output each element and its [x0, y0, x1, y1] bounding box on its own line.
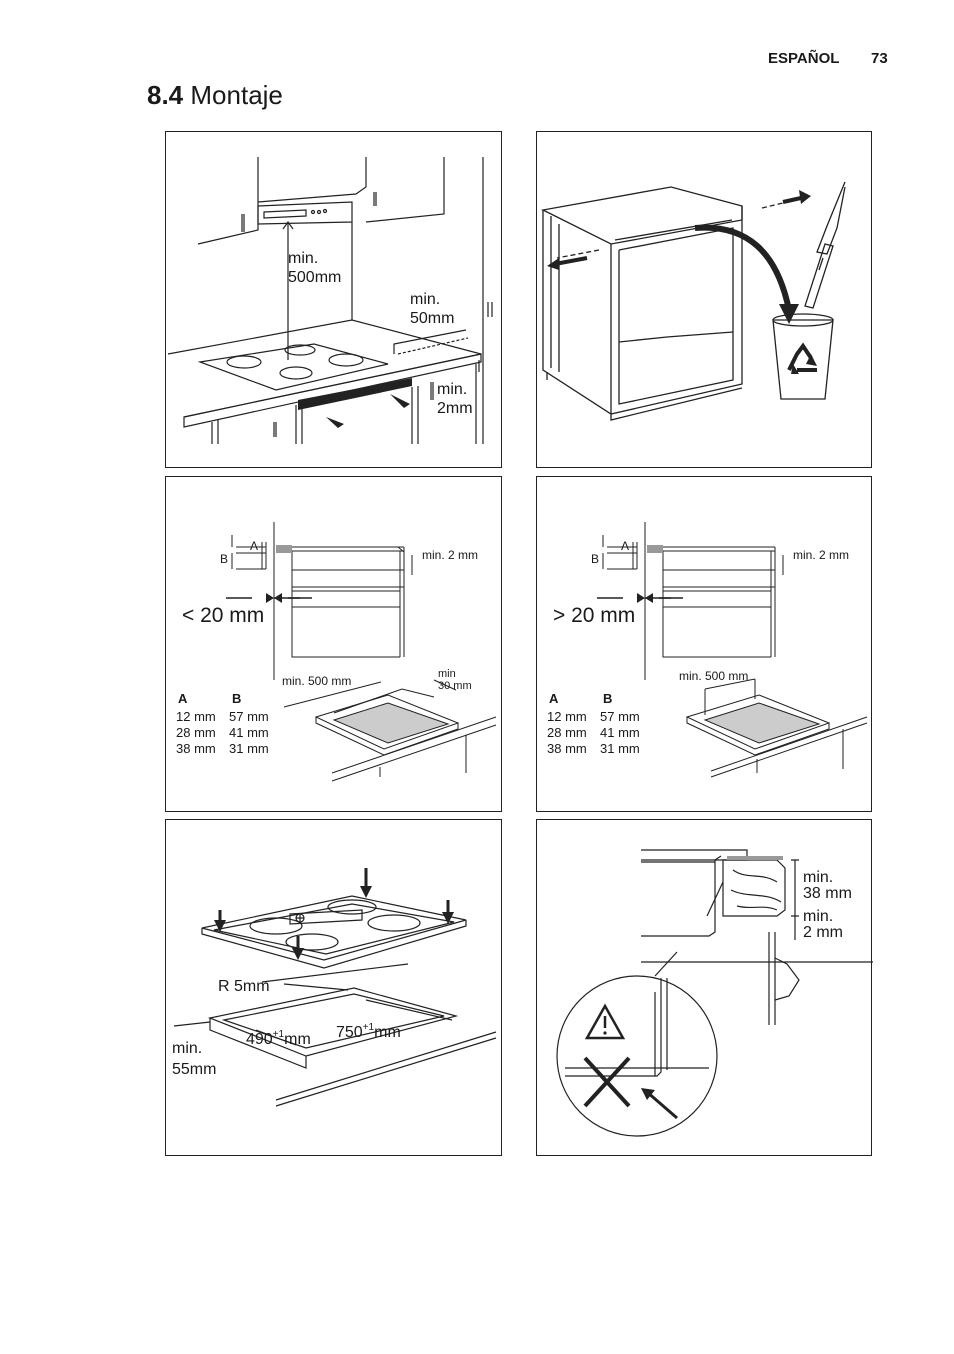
- language-label: ESPAÑOL: [768, 50, 840, 67]
- table-head-a: A: [178, 691, 188, 706]
- cutout-length-label: 750+1mm: [336, 1022, 401, 1041]
- gap-distance-line2: 2mm: [437, 400, 473, 417]
- label-b: B: [220, 552, 228, 566]
- hood-distance-line2: 500mm: [288, 269, 341, 286]
- panel-side-distance-more-than-20: A B min. 2 mm > 20 mm min. 500 mm A B 12…: [536, 476, 872, 812]
- panel-side-distance-less-than-20: A B min. 2 mm < 20 mm min. 500 mm min 30…: [165, 476, 502, 812]
- side-distance-diagram-more-than-20: A B min. 2 mm > 20 mm min. 500 mm A B 12…: [547, 522, 868, 778]
- table-row-3-a: 38 mm: [547, 741, 587, 756]
- hood-distance-illustration: min. 500mm min. 50mm min. 2mm: [167, 157, 493, 444]
- label-a: A: [621, 539, 629, 553]
- thickness-line2: 38 mm: [803, 885, 852, 902]
- table-row-3-a: 38 mm: [176, 741, 216, 756]
- label-a: A: [250, 539, 258, 553]
- cutout-width-label: 490+1mm: [246, 1029, 311, 1048]
- table-row-2-a: 28 mm: [176, 725, 216, 740]
- table-row-1-a: 12 mm: [176, 709, 216, 724]
- side-distance-diagram-less-than-20: A B min. 2 mm < 20 mm min. 500 mm min 30…: [176, 522, 497, 782]
- min-gap-label: min. 2 mm: [422, 548, 478, 562]
- edge-distance-line2: 55mm: [172, 1061, 216, 1078]
- side-distance-label: > 20 mm: [553, 604, 635, 627]
- table-row-2-a: 28 mm: [547, 725, 587, 740]
- table-row-3-b: 31 mm: [600, 741, 640, 756]
- table-row-3-b: 31 mm: [229, 741, 269, 756]
- wall-distance-line2: 50mm: [410, 310, 454, 327]
- side-distance-label: < 20 mm: [182, 604, 264, 627]
- depth-label: min. 500 mm: [679, 669, 748, 683]
- depth-label: min. 500 mm: [282, 674, 351, 688]
- min-gap-label: min. 2 mm: [793, 548, 849, 562]
- table-head-b: B: [603, 691, 612, 706]
- table-row-2-b: 41 mm: [229, 725, 269, 740]
- panel-hood-distances: min. 500mm min. 50mm min. 2mm: [165, 131, 502, 468]
- side-min-line1: min: [438, 668, 456, 680]
- table-row-2-b: 41 mm: [600, 725, 640, 740]
- panel-cutout-dimensions: R 5mm 490+1mm 750+1mm min. 55mm: [165, 819, 502, 1156]
- panel-remove-cabinet-panel: [536, 131, 872, 468]
- gap-distance-line1: min.: [437, 381, 467, 398]
- section-title: 8.4 Montaje: [147, 80, 283, 111]
- edge-distance-line1: min.: [172, 1040, 202, 1057]
- hood-distance-line1: min.: [288, 250, 318, 267]
- cabinet-recycle-illustration: [540, 181, 846, 421]
- radius-label: R 5mm: [218, 978, 270, 995]
- section-number: 8.4: [147, 80, 184, 110]
- gap-line1: min.: [803, 908, 833, 925]
- table-row-1-a: 12 mm: [547, 709, 587, 724]
- table-row-1-b: 57 mm: [229, 709, 269, 724]
- page-number: 73: [871, 50, 888, 67]
- table-head-a: A: [549, 691, 559, 706]
- worktop-thickness-illustration: min. 38 mm min. 2 mm: [556, 849, 873, 1137]
- table-head-b: B: [232, 691, 241, 706]
- wall-distance-line1: min.: [410, 291, 440, 308]
- panel-worktop-thickness: min. 38 mm min. 2 mm: [536, 819, 873, 1156]
- table-row-1-b: 57 mm: [600, 709, 640, 724]
- label-b: B: [591, 552, 599, 566]
- side-min-line2: 30 mm: [438, 680, 472, 692]
- section-name: Montaje: [190, 80, 283, 110]
- cutout-dimension-illustration: R 5mm 490+1mm 750+1mm min. 55mm: [172, 868, 497, 1107]
- gap-line2: 2 mm: [803, 924, 843, 941]
- thickness-line1: min.: [803, 869, 833, 886]
